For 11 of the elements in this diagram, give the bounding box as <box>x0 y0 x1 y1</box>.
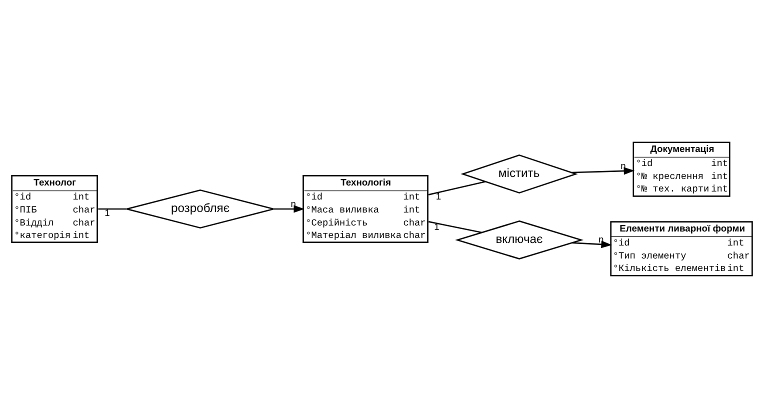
connector <box>428 180 486 196</box>
arrow <box>572 240 612 248</box>
node-diamond: включає <box>455 220 584 260</box>
edge-label: 1 <box>104 206 110 218</box>
arrow <box>572 167 635 175</box>
node-diamond: розробляє <box>126 189 274 229</box>
edge-label: 1 <box>436 190 442 202</box>
arrow <box>274 205 305 213</box>
node-diamond: містить <box>460 154 578 194</box>
connector <box>428 221 482 234</box>
connector <box>98 208 127 210</box>
